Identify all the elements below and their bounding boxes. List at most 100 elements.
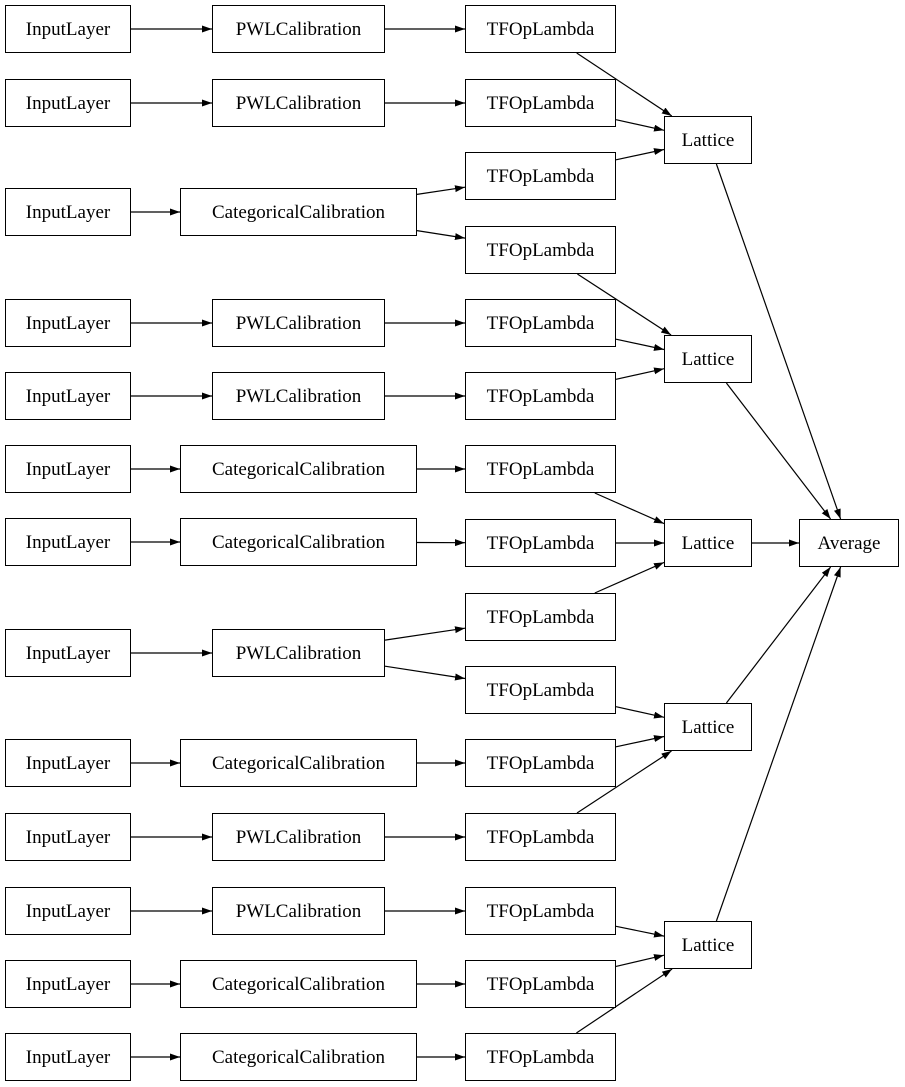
node-label: TFOpLambda [486,165,595,187]
node-label: InputLayer [25,458,111,480]
node-inputlayer: InputLayer [5,887,131,935]
node-tfoplambda: TFOpLambda [465,887,616,935]
node-label: InputLayer [25,18,111,40]
node-inputlayer: InputLayer [5,372,131,420]
node-label: InputLayer [25,826,111,848]
node-label: CategoricalCalibration [211,1046,386,1068]
edge-tfop_5-to-lattice_2 [615,338,665,351]
node-tfoplambda: TFOpLambda [465,79,616,127]
node-categoricalcalibration: CategoricalCalibration [180,739,417,787]
node-label: Lattice [681,716,735,738]
edge-tfop_13-to-lattice_5 [615,925,665,938]
node-categoricalcalibration: CategoricalCalibration [180,960,417,1008]
node-label: InputLayer [25,312,111,334]
node-label: TFOpLambda [486,1046,595,1068]
node-label: Average [817,532,881,554]
node-lattice: Lattice [664,116,752,164]
node-tfoplambda: TFOpLambda [465,226,616,274]
edge-tfop_3-to-lattice_1 [615,148,665,161]
node-tfoplambda: TFOpLambda [465,1033,616,1081]
node-label: TFOpLambda [486,752,595,774]
edge-lattice_4-to-average [725,566,832,704]
node-categoricalcalibration: CategoricalCalibration [180,518,417,566]
node-pwlcalibration: PWLCalibration [212,372,385,420]
node-label: TFOpLambda [486,18,595,40]
edge-tfop_14-to-lattice_5 [615,954,665,967]
node-inputlayer: InputLayer [5,518,131,566]
node-label: TFOpLambda [486,92,595,114]
node-label: TFOpLambda [486,239,595,261]
node-inputlayer: InputLayer [5,299,131,347]
node-label: Lattice [681,129,735,151]
node-label: PWLCalibration [235,642,362,664]
node-pwlcalibration: PWLCalibration [212,887,385,935]
node-lattice: Lattice [664,921,752,969]
edge-pwl_5-to-tfop_10 [384,665,466,681]
node-inputlayer: InputLayer [5,79,131,127]
node-label: InputLayer [25,642,111,664]
node-tfoplambda: TFOpLambda [465,813,616,861]
node-label: CategoricalCalibration [211,201,386,223]
node-label: TFOpLambda [486,973,595,995]
node-label: PWLCalibration [235,18,362,40]
node-pwlcalibration: PWLCalibration [212,79,385,127]
edge-tfop_10-to-lattice_4 [615,706,665,719]
edge-tfop_6-to-lattice_2 [615,367,665,380]
node-label: TFOpLambda [486,826,595,848]
node-label: TFOpLambda [486,679,595,701]
node-inputlayer: InputLayer [5,739,131,787]
node-label: TFOpLambda [486,312,595,334]
node-tfoplambda: TFOpLambda [465,960,616,1008]
node-tfoplambda: TFOpLambda [465,519,616,567]
node-tfoplambda: TFOpLambda [465,372,616,420]
node-inputlayer: InputLayer [5,813,131,861]
node-tfoplambda: TFOpLambda [465,5,616,53]
edge-tfop_11-to-lattice_4 [615,735,665,748]
node-inputlayer: InputLayer [5,445,131,493]
node-label: InputLayer [25,385,111,407]
node-label: PWLCalibration [235,312,362,334]
node-tfoplambda: TFOpLambda [465,152,616,200]
node-label: CategoricalCalibration [211,458,386,480]
node-label: InputLayer [25,752,111,774]
node-label: PWLCalibration [235,826,362,848]
node-pwlcalibration: PWLCalibration [212,813,385,861]
node-average: Average [799,519,899,567]
node-label: Lattice [681,532,735,554]
node-lattice: Lattice [664,335,752,383]
node-label: TFOpLambda [486,532,595,554]
node-tfoplambda: TFOpLambda [465,666,616,714]
node-label: TFOpLambda [486,385,595,407]
node-categoricalcalibration: CategoricalCalibration [180,445,417,493]
node-tfoplambda: TFOpLambda [465,445,616,493]
node-label: CategoricalCalibration [211,531,386,553]
node-tfoplambda: TFOpLambda [465,299,616,347]
node-label: PWLCalibration [235,900,362,922]
node-inputlayer: InputLayer [5,5,131,53]
node-pwlcalibration: PWLCalibration [212,629,385,677]
node-categoricalcalibration: CategoricalCalibration [180,188,417,236]
edge-lattice_2-to-average [725,382,832,520]
edge-cat_1-to-tfop_3 [416,185,466,195]
node-pwlcalibration: PWLCalibration [212,299,385,347]
node-label: TFOpLambda [486,606,595,628]
node-label: InputLayer [25,92,111,114]
node-lattice: Lattice [664,519,752,567]
node-lattice: Lattice [664,703,752,751]
node-label: InputLayer [25,900,111,922]
node-label: TFOpLambda [486,900,595,922]
node-inputlayer: InputLayer [5,188,131,236]
node-label: InputLayer [25,531,111,553]
node-tfoplambda: TFOpLambda [465,593,616,641]
node-label: CategoricalCalibration [211,752,386,774]
node-inputlayer: InputLayer [5,960,131,1008]
node-label: Lattice [681,348,735,370]
node-label: CategoricalCalibration [211,973,386,995]
node-label: TFOpLambda [486,458,595,480]
node-label: Lattice [681,934,735,956]
edge-pwl_5-to-tfop_9 [384,626,466,641]
node-label: InputLayer [25,201,111,223]
node-inputlayer: InputLayer [5,629,131,677]
